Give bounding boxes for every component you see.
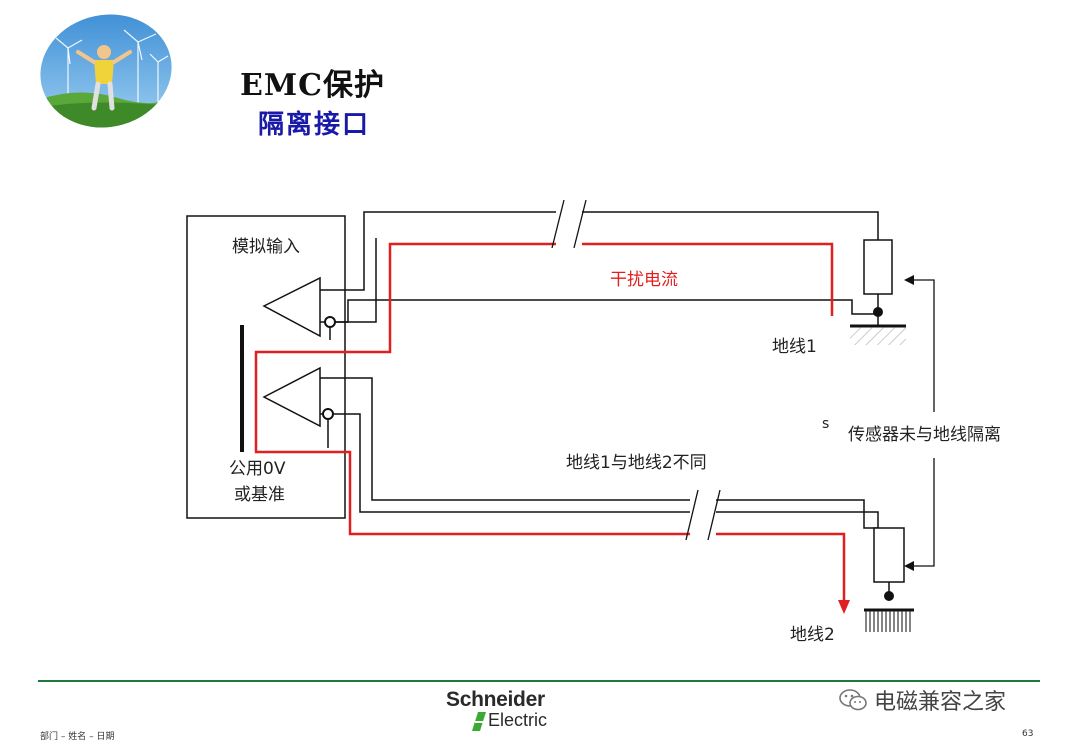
- grounds-differ-label: 地线1与地线2不同: [566, 453, 707, 473]
- schneider-electric-logo: Schneider Electric: [446, 688, 576, 740]
- interference-current-path: [254, 242, 846, 600]
- emc-isolation-diagram: 模拟输入 公用0V 或基准 干扰电流 地线1 地线2 地线1与地线2不同 s 传…: [186, 199, 1001, 645]
- lower-junction-dot: [322, 408, 334, 420]
- upper-note-arrowhead: [904, 275, 914, 285]
- lower-sensor-dot: [884, 591, 894, 601]
- slide-title: EMC保护: [240, 68, 385, 103]
- lower-amplifier: [262, 366, 321, 428]
- sensor-not-isolated-label: 传感器未与地线隔离: [848, 425, 1001, 445]
- lower-sensor: [873, 527, 905, 583]
- lower-note-arrowhead: [904, 561, 914, 571]
- brand-name: Schneider: [446, 688, 545, 711]
- analog-input-label: 模拟输入: [232, 237, 300, 257]
- ground2-comb: [865, 611, 911, 632]
- chat-bubble-icon: [839, 689, 867, 711]
- sensor-note-arrows: [912, 279, 935, 567]
- stray-mark: s: [822, 416, 829, 432]
- watermark-text: 电磁兼容之家: [874, 690, 1007, 715]
- header-logo-image: [38, 12, 174, 130]
- upper-signal-wires: [320, 211, 879, 340]
- reference-label: 或基准: [234, 485, 285, 505]
- watermark: 电磁兼容之家: [838, 682, 1048, 718]
- interference-arrowhead: [838, 600, 850, 614]
- common-0v-label: 公用0V: [229, 459, 286, 479]
- ground2-label: 地线2: [790, 625, 835, 645]
- footer-dept-name-date: 部门 – 姓名 – 日期: [40, 732, 115, 742]
- cable-break-lower: [685, 489, 721, 541]
- upper-sensor: [863, 239, 893, 295]
- upper-junction-dot: [324, 316, 336, 328]
- ground1-label: 地线1: [772, 337, 817, 357]
- footer-divider: [38, 680, 1040, 682]
- analog-input-module: [186, 215, 346, 519]
- page-number: 63: [1022, 729, 1034, 739]
- brand-subname: Electric: [488, 710, 548, 730]
- cable-break-upper: [551, 199, 587, 250]
- interference-current-label: 干扰电流: [610, 270, 678, 290]
- brand-mark-icon: [472, 712, 486, 731]
- slide-subtitle: 隔离接口: [258, 110, 371, 140]
- upper-amplifier: [262, 276, 321, 338]
